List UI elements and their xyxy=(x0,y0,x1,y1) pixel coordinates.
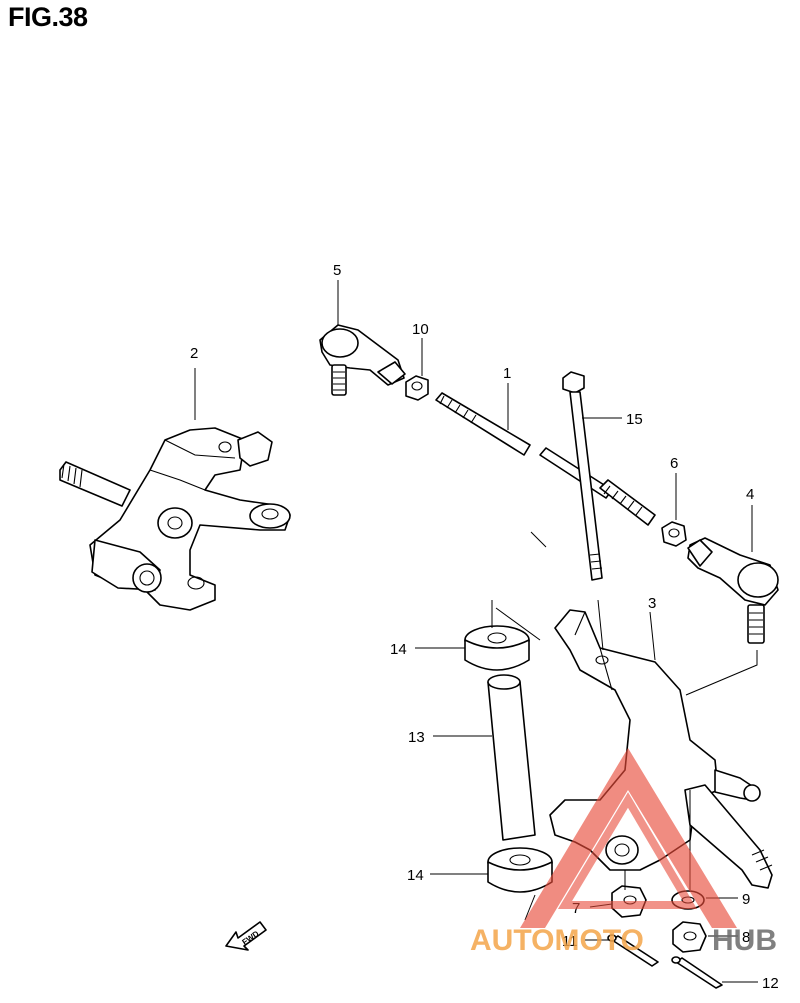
tie-rod-end-right xyxy=(687,537,779,644)
callout-14-upper: 14 xyxy=(390,641,407,658)
figure-title: FIG.38 xyxy=(8,2,88,32)
idler-arm-bracket xyxy=(59,427,291,611)
tie-rod xyxy=(435,392,656,526)
callout-11: 11 xyxy=(562,933,578,950)
callout-leaders xyxy=(194,280,758,983)
watermark-logo: AUTOMOTO HUB xyxy=(470,748,777,957)
nut-10 xyxy=(405,375,429,401)
bolt-15 xyxy=(562,371,603,581)
callout-5: 5 xyxy=(333,262,341,279)
spacer-tube-13 xyxy=(487,674,536,841)
callout-8: 8 xyxy=(742,929,750,946)
callout-13: 13 xyxy=(408,729,425,746)
callout-10: 10 xyxy=(412,321,429,338)
callout-12: 12 xyxy=(762,975,779,992)
watermark-text-automoto: AUTOMOTO xyxy=(470,924,644,957)
bushing-14-lower xyxy=(487,847,553,893)
callout-14-lower: 14 xyxy=(407,867,424,884)
cotter-pin-11 xyxy=(607,934,659,967)
cotter-pin-12 xyxy=(671,956,723,989)
callout-15: 15 xyxy=(626,411,643,428)
callout-3: 3 xyxy=(648,595,656,612)
callout-4: 4 xyxy=(746,486,754,503)
fwd-arrow-icon: FWD xyxy=(225,921,267,951)
tie-rod-end-left xyxy=(319,324,406,396)
callout-2: 2 xyxy=(190,345,198,362)
bushing-14-upper xyxy=(464,625,530,671)
watermark-text-hub: HUB xyxy=(712,924,777,957)
callout-1: 1 xyxy=(503,365,511,382)
callout-6: 6 xyxy=(670,455,678,472)
castle-nut-8 xyxy=(672,921,707,953)
nut-6 xyxy=(661,521,687,547)
steering-knuckle-arm xyxy=(549,609,773,889)
callout-9: 9 xyxy=(742,891,750,908)
